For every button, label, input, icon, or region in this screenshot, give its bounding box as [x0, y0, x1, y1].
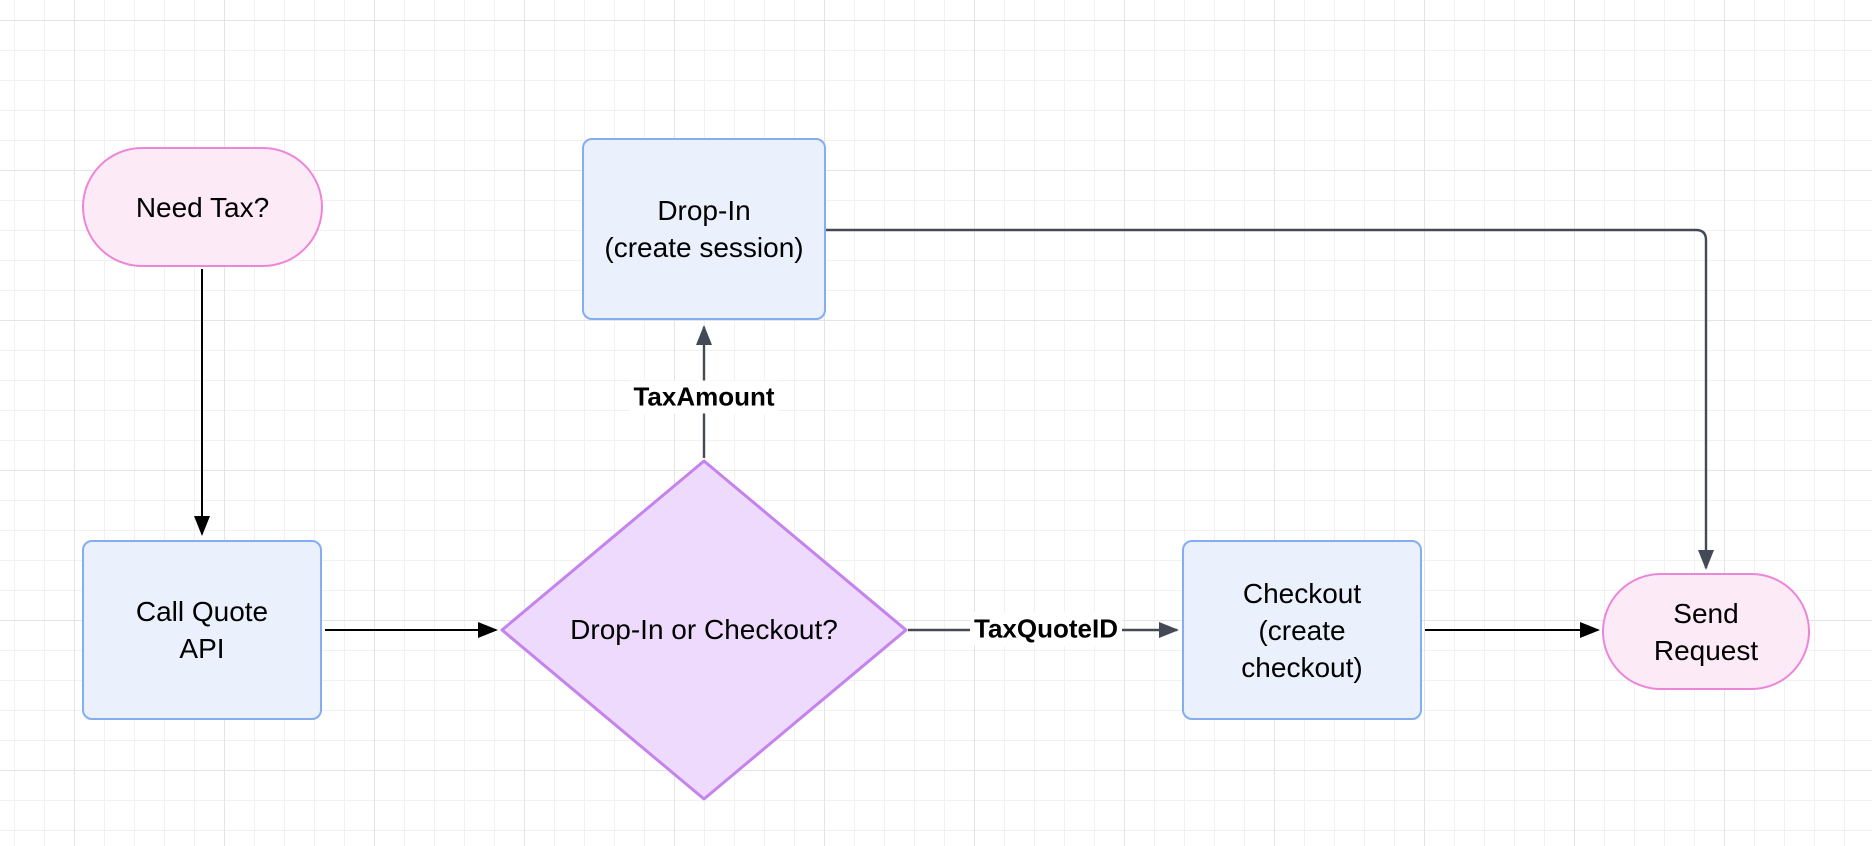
node-label: (create	[1258, 614, 1346, 646]
node-drop-in-or-checkout[interactable]	[500, 459, 908, 801]
node-label: Checkout	[1242, 577, 1362, 609]
node-label: Request	[1653, 634, 1759, 666]
edge-drop-in-to-send-request[interactable]	[824, 228, 1714, 570]
node-call-quote-api[interactable]: Call Quote API	[82, 540, 322, 720]
node-label: Drop-In	[657, 195, 751, 226]
node-send-request[interactable]: Send Request	[1602, 573, 1810, 690]
node-label: API	[179, 633, 225, 664]
edge-label-tax-amount[interactable]: TaxAmount	[629, 380, 779, 414]
node-label: Need Tax?	[135, 191, 270, 223]
node-label: Send	[1673, 597, 1739, 629]
node-label: Call Quote	[135, 596, 269, 627]
edge-label-tax-quote-id[interactable]: TaxQuoteID	[970, 612, 1122, 646]
node-label: checkout)	[1241, 651, 1363, 683]
node-drop-in[interactable]: Drop-In (create session)	[582, 138, 826, 320]
node-need-tax[interactable]: Need Tax?	[82, 147, 323, 267]
node-label-drop-in-or-checkout: Drop-In or Checkout?	[570, 614, 838, 645]
node-checkout[interactable]: Checkout (create checkout)	[1182, 540, 1422, 720]
node-label: (create session)	[604, 232, 804, 263]
